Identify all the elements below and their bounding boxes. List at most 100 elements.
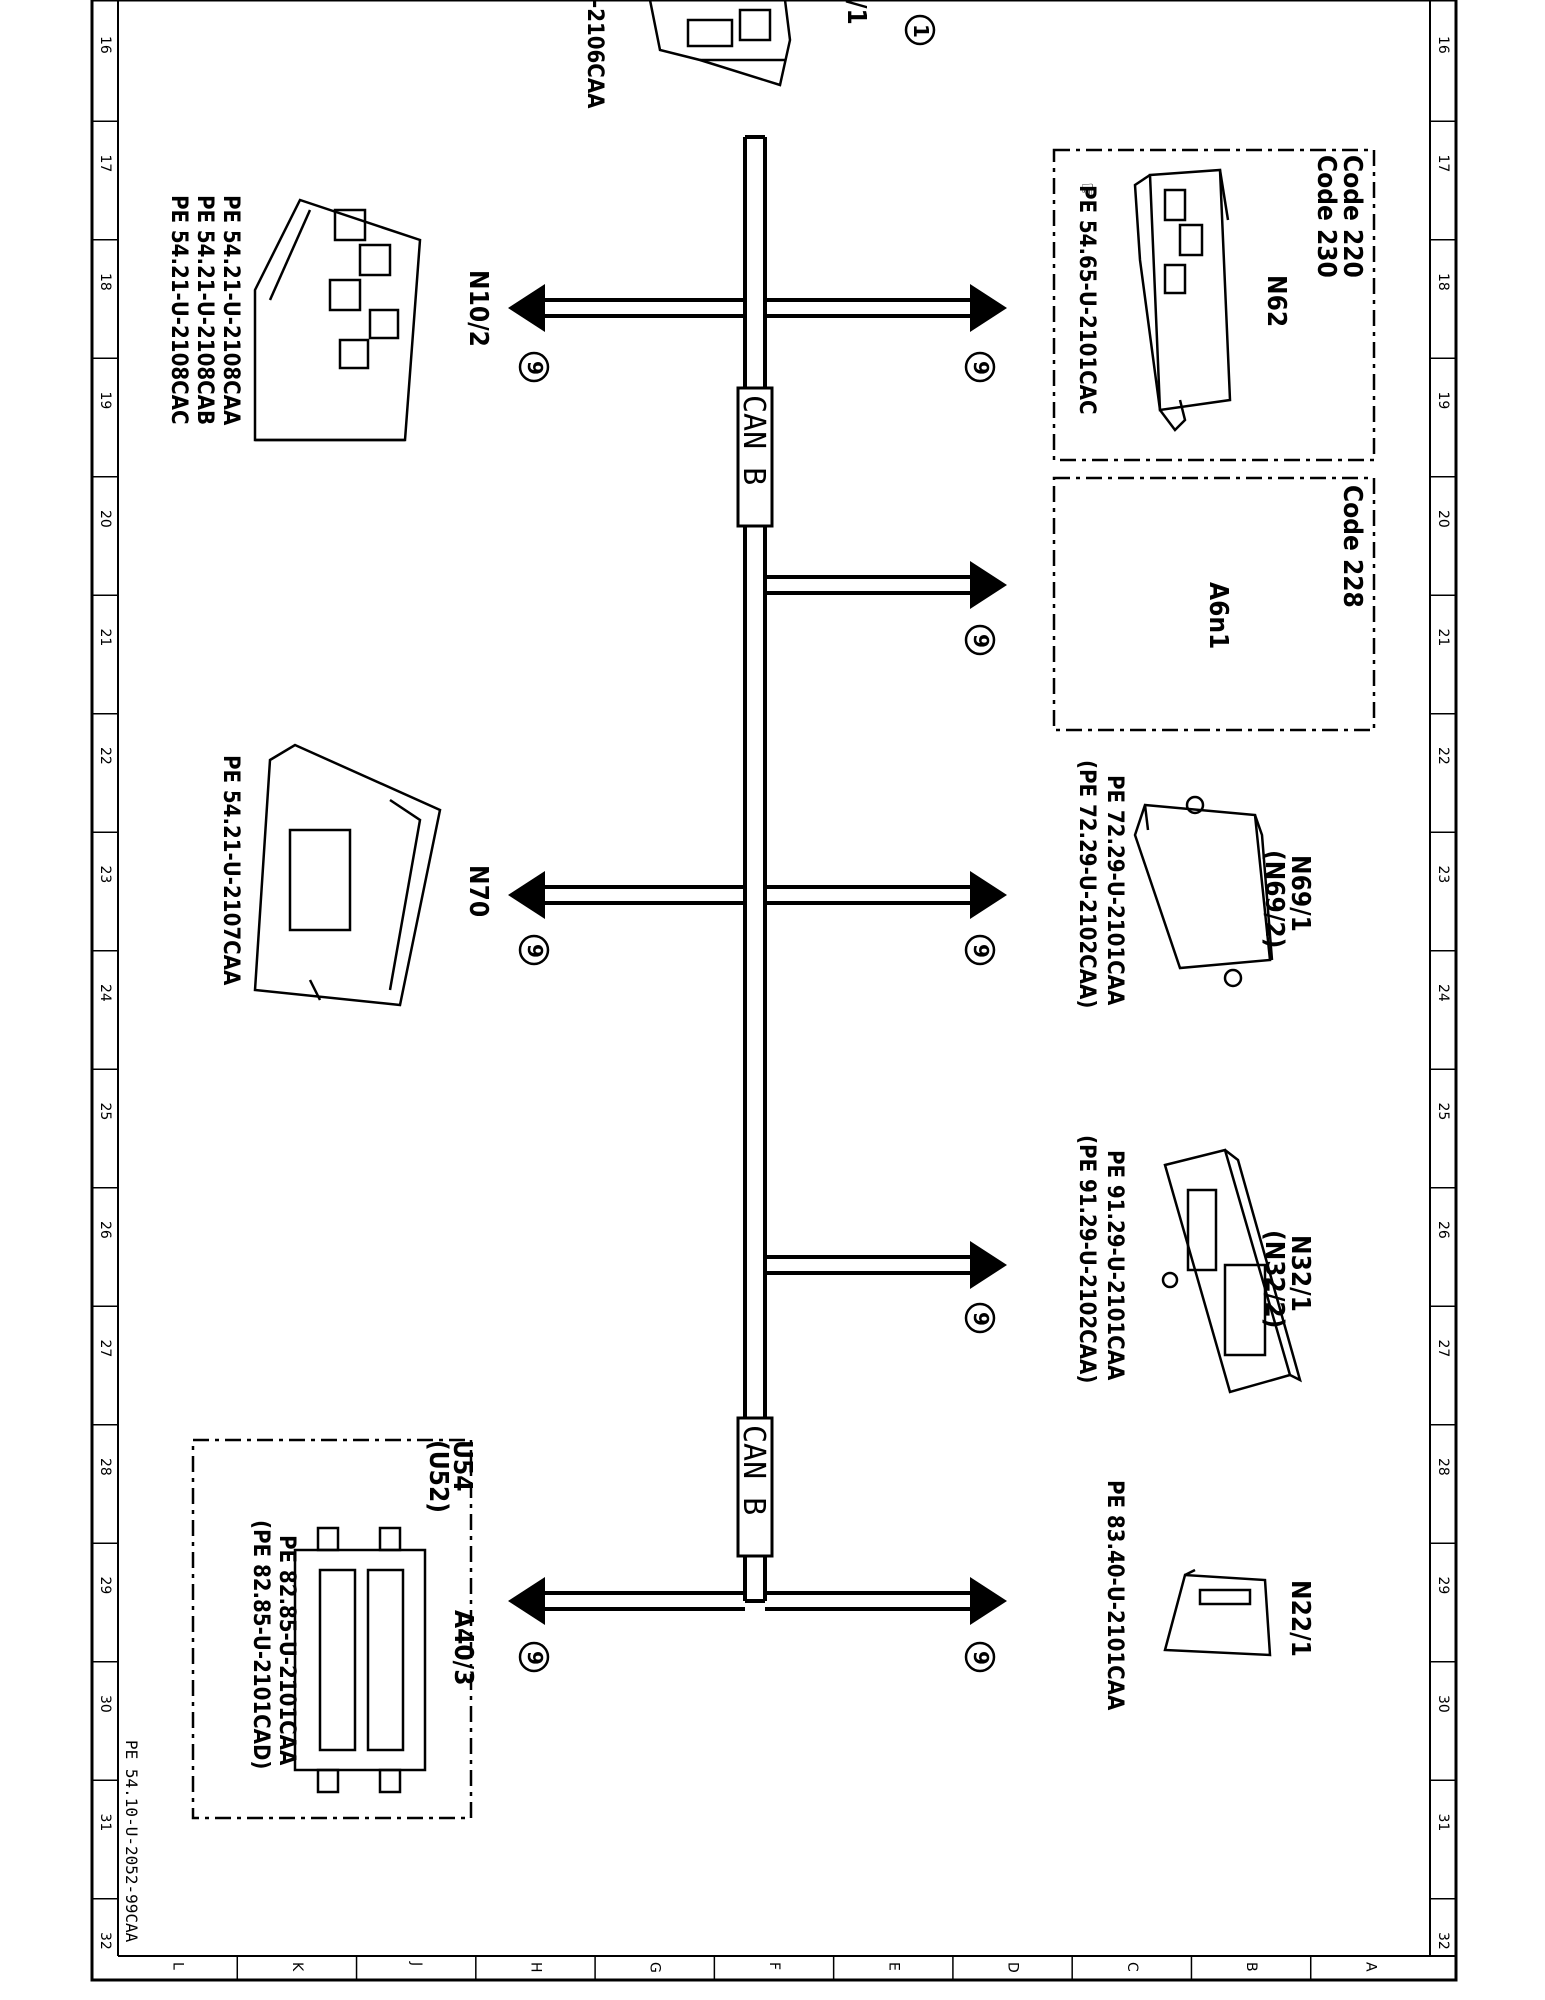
row-number: 20 [97,510,113,528]
a40-pe-1: PE 82.85-U-2101CAA [274,1535,299,1766]
row-number: 22 [1435,747,1451,765]
a40-u52: (U52) [423,1440,453,1513]
row-number: 22 [97,747,113,765]
n32-name: N32/1 [1285,1235,1315,1312]
component-n70: N70 PE 54.21-U-2107CAA [218,743,493,1007]
n32-pe-2: (PE 91.29-U-2102CAA) [1074,1135,1099,1383]
svg-text:1: 1 [909,24,933,38]
n22-name: N22/1 [1285,1580,1315,1657]
row-number: 17 [1435,155,1451,173]
row-number: 31 [1435,1814,1451,1832]
a6n1-name: A6n1 [1203,582,1233,649]
drawing-frame [90,0,1458,1982]
svg-text:9: 9 [969,944,993,958]
row-number: 28 [97,1458,113,1476]
column-letter: L [170,1962,186,1970]
component-a40: U54 (U52) A40/3 PE 82.85-U-2101CAA (PE 8… [191,1438,478,1820]
row-number: 32 [1435,1932,1451,1950]
n62-doc-icon: ☞ [1074,182,1099,200]
row-number: 27 [1435,1340,1451,1358]
a40-pe-2: (PE 82.85-U-2101CAD) [248,1520,273,1769]
column-letter: F [766,1962,782,1970]
bus-branches [540,298,975,1611]
n22-module-icon [1163,1568,1272,1657]
n70-pe-1: PE 54.21-U-2107CAA [218,755,243,986]
n70-console-icon [253,743,442,1007]
top-module-icon [648,0,792,87]
svg-text:9: 9 [523,361,547,375]
can-b-text-2: CAN B [736,1425,771,1515]
marker-n22: 9 [964,1641,996,1673]
row-number: 31 [97,1814,113,1832]
svg-text:9: 9 [969,1651,993,1665]
arrow-n70 [508,871,545,919]
column-letter: H [527,1962,543,1973]
n62-code-220: Code 220 [1337,155,1367,278]
marker-n10: 9 [518,351,550,383]
row-number: 19 [97,392,113,410]
marker-n69: 9 [964,934,996,966]
n62-name: N62 [1261,275,1291,327]
document-reference: PE 54.10-U-2052-99CAA [122,1740,141,1943]
top-partial-ref: -2106CAA [582,0,607,109]
row-number: 24 [97,984,113,1002]
svg-text:9: 9 [969,361,993,375]
n62-code-box [1052,148,1376,462]
top-partial-component: -2106CAA /1 [582,0,871,109]
can-bus [743,135,767,1603]
n69-pe-1: PE 72.29-U-2101CAA [1102,775,1127,1006]
row-number: 27 [97,1340,113,1358]
row-number: 26 [97,1221,113,1239]
arrow-a6n1 [970,561,1007,609]
row-number: 25 [97,1103,113,1121]
marker-a40: 9 [518,1641,550,1673]
marker-a6n1: 9 [964,624,996,656]
n10-name: N10/2 [463,270,493,347]
n70-name: N70 [463,865,493,917]
column-letter: G [647,1962,663,1973]
row-number: 16 [97,36,113,54]
component-n32: N32/1 (N32/2) PE 91.29-U-2101CAA (PE 91.… [1074,1135,1315,1394]
svg-text:9: 9 [523,1651,547,1665]
row-number: 23 [97,866,113,884]
component-n22: N22/1 PE 83.40-U-2101CAA [1102,1480,1315,1711]
arrow-n22 [970,1577,1007,1625]
row-number: 17 [97,155,113,173]
n10-pe-3: PE 54.21-U-2108CAC [166,195,191,424]
a40-module-icon [293,1526,427,1794]
row-number: 32 [97,1932,113,1950]
row-number: 20 [1435,510,1451,528]
n10-fuse-block-icon [253,198,422,442]
n69-pe-2: (PE 72.29-U-2102CAA) [1074,760,1099,1008]
row-number: 19 [1435,392,1451,410]
arrow-n69 [970,871,1007,919]
n69-module-icon [1133,795,1274,988]
a6n1-code-box [1052,476,1376,732]
row-number: 21 [97,629,113,647]
row-number: 24 [1435,984,1451,1002]
arrow-n32 [970,1241,1007,1289]
n62-code-230: Code 230 [1311,155,1341,278]
n62-pe-1: PE 54.65-U-2101CAC [1074,185,1099,414]
top-partial-label: /1 [841,0,871,25]
can-b-label-1: CAN B [736,386,774,528]
arrow-n62 [970,284,1007,332]
row-number: 25 [1435,1103,1451,1121]
marker-n32: 9 [964,1302,996,1334]
n32-pe-1: PE 91.29-U-2101CAA [1102,1150,1127,1381]
svg-text:9: 9 [969,634,993,648]
n22-pe-1: PE 83.40-U-2101CAA [1102,1480,1127,1711]
svg-text:9: 9 [969,1312,993,1326]
column-letter: D [1005,1962,1021,1973]
row-number: 29 [1435,1577,1451,1595]
connector-markers: 9 9 9 9 9 9 9 9 1 [518,14,996,1673]
can-b-label-2: CAN B [736,1416,774,1558]
row-number: 26 [1435,1221,1451,1239]
column-letter: B [1243,1962,1259,1972]
n10-pe-2: PE 54.21-U-2108CAB [192,195,217,425]
n69-name: N69/1 [1285,855,1315,932]
can-b-text-1: CAN B [736,395,771,485]
marker-n62: 9 [964,351,996,383]
